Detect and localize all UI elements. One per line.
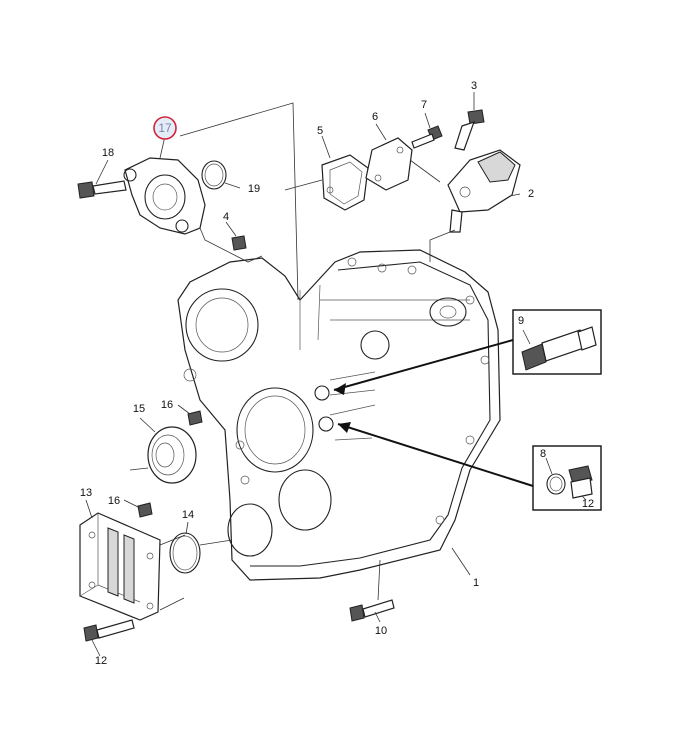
callout-17[interactable]: 17 [158, 121, 172, 135]
callout-5: 5 [317, 125, 323, 137]
part-3-bolt [454, 109, 485, 151]
part-17-cover [123, 157, 206, 235]
part-13-side-cover [79, 512, 161, 621]
callout-4: 4 [223, 211, 229, 223]
callout-12-inset: 12 [582, 498, 594, 510]
callout-9: 9 [518, 315, 524, 327]
inset-arrows [333, 339, 534, 487]
part-18-bolt [77, 180, 127, 199]
callout-6: 6 [372, 111, 378, 123]
part-10-bolt [349, 599, 395, 622]
leader-lines [85, 92, 587, 657]
callout-8: 8 [540, 448, 546, 460]
part-14-oring [169, 532, 201, 574]
callout-13: 13 [80, 487, 92, 499]
callout-14: 14 [182, 509, 194, 521]
callout-16-lower: 16 [108, 495, 120, 507]
part-19-oring [201, 160, 227, 190]
callout-3: 3 [471, 80, 477, 92]
part-15-seal [147, 426, 197, 484]
inset-box-8-12 [532, 445, 602, 511]
gearbox-housing [177, 249, 501, 581]
part-5-gasket [321, 154, 369, 211]
part-2-actuator [447, 149, 521, 233]
callout-19: 19 [248, 183, 260, 195]
part-4-plug [231, 235, 247, 251]
callout-labels: 17 18 19 4 5 6 7 3 2 9 8 12 15 16 16 13 … [80, 80, 594, 667]
callout-2: 2 [528, 188, 534, 200]
part-16-plug-lower [137, 502, 153, 518]
callout-10: 10 [375, 625, 387, 637]
part-6-cover-plate [365, 137, 413, 191]
callout-12-lower: 12 [95, 655, 107, 667]
part-12-bolt-lower [83, 619, 135, 642]
callout-15: 15 [133, 403, 145, 415]
callout-7: 7 [421, 99, 427, 111]
part-7-bolt [411, 125, 443, 149]
callout-16-upper: 16 [161, 399, 173, 411]
part-16-plug-upper [187, 410, 203, 426]
callout-17-highlight-ring[interactable] [153, 116, 177, 140]
inset-box-9 [512, 309, 602, 375]
callout-1: 1 [473, 577, 479, 589]
callout-18: 18 [102, 147, 114, 159]
